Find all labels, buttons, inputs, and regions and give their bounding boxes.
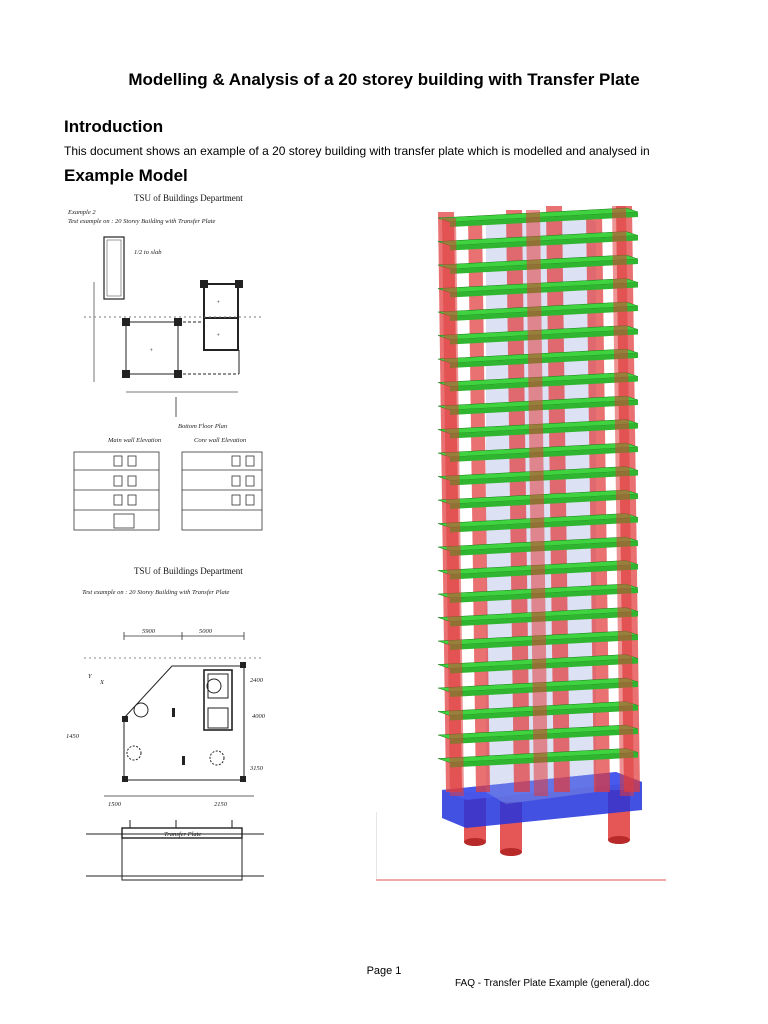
sketch-top-elev-right: Core wall Elevation bbox=[194, 437, 246, 444]
sketch-floor-plan: TSU of Buildings Department Example 2 Te… bbox=[64, 192, 274, 532]
floor-beam-edge-7 bbox=[450, 376, 638, 392]
svg-text:+: + bbox=[216, 299, 220, 306]
svg-text:Y: Y bbox=[88, 673, 93, 680]
floor-beam-edge-12 bbox=[450, 494, 638, 509]
floor-beam-edge-9 bbox=[450, 423, 638, 439]
dim-d5: 1500 bbox=[108, 801, 122, 808]
floor-beam-edge-1 bbox=[450, 235, 638, 251]
sketch-top-dept: TSU of Buildings Department bbox=[134, 193, 243, 203]
sketch-top-elev-left: Main wall Elevation bbox=[107, 437, 161, 444]
dim-d3: 2400 bbox=[250, 677, 264, 684]
floor-beam-edge-2 bbox=[450, 259, 638, 274]
floor-beam-edge-3 bbox=[450, 282, 638, 298]
sketch-transfer-plate-plan: TSU of Buildings Department Test example… bbox=[64, 558, 284, 888]
sketch-top-example-no: Example 2 bbox=[67, 209, 96, 216]
svg-text:X: X bbox=[99, 679, 105, 686]
sketch-bottom-test-example: Test example on : 20 Storey Building wit… bbox=[82, 589, 230, 596]
front-column-0 bbox=[442, 218, 464, 796]
sketch-bottom-section-label: Transfer Plate bbox=[164, 831, 201, 838]
dim-d6: 4000 bbox=[252, 713, 266, 720]
floor-beam-edge-5 bbox=[450, 329, 638, 345]
sketch-top-test-example: Test example on : 20 Storey Building wit… bbox=[68, 218, 216, 225]
floor-beam-edge-6 bbox=[450, 353, 638, 368]
footer-filename: FAQ - Transfer Plate Example (general).d… bbox=[455, 978, 650, 989]
svg-text:1/2 to slab: 1/2 to slab bbox=[134, 249, 162, 256]
introduction-heading: Introduction bbox=[64, 117, 164, 136]
pile-base-0 bbox=[464, 838, 486, 846]
floor-beam-edge-4 bbox=[450, 306, 638, 321]
pile-base-1 bbox=[500, 848, 522, 856]
sketch-top-plan-caption: Bottom Floor Plan bbox=[178, 423, 227, 430]
dim-d4: 3150 bbox=[249, 765, 264, 772]
document-title: Modelling & Analysis of a 20 storey buil… bbox=[128, 70, 640, 89]
dim-d7: 2150 bbox=[214, 801, 228, 808]
introduction-text: This document shows an example of a 20 s… bbox=[64, 144, 650, 158]
svg-text:+: + bbox=[149, 347, 153, 354]
example-model-heading: Example Model bbox=[64, 166, 188, 185]
page-number: Page 1 bbox=[366, 965, 402, 977]
front-column-2 bbox=[612, 206, 634, 796]
pile-base-2 bbox=[608, 836, 630, 844]
floor-beam-edge-11 bbox=[450, 470, 638, 486]
dim-d8: 1450 bbox=[66, 733, 80, 740]
floor-beam-edge-10 bbox=[450, 447, 638, 462]
sketch-bottom-dept: TSU of Buildings Department bbox=[134, 566, 243, 576]
dim-d1: 5900 bbox=[142, 628, 156, 635]
3d-structural-model bbox=[375, 192, 668, 897]
floor-beam-edge-0 bbox=[450, 212, 638, 227]
dim-d2: 5000 bbox=[199, 628, 213, 635]
svg-text:+: + bbox=[216, 332, 220, 339]
floor-beam-edge-8 bbox=[450, 400, 638, 415]
front-column-1 bbox=[526, 210, 548, 796]
